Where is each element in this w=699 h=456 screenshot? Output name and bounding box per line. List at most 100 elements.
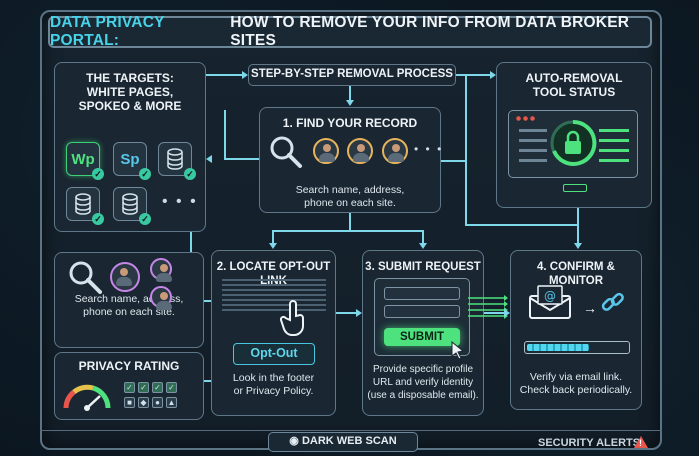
spokeo-logo-label: Sp (120, 150, 140, 168)
person-avatar (150, 258, 172, 282)
pointer-cursor-icon (451, 341, 465, 359)
connector-arrow (206, 155, 212, 163)
connector (204, 300, 211, 302)
connector (465, 224, 577, 226)
step-4-desc-line-2: Check back periodically. (519, 384, 633, 396)
security-alerts-label[interactable]: SECURITY ALERTS (538, 437, 641, 449)
connector (484, 312, 504, 314)
step-1-desc-line-2: phone on each site. (304, 197, 396, 209)
step-2-panel: 2. LOCATE OPT-OUT LINK Look in the foote… (211, 250, 336, 416)
monitor-stand (563, 184, 587, 192)
database-site-icon[interactable]: ✓ (113, 187, 151, 225)
process-header-label: STEP-BY-STEP REMOVAL PROCESS (251, 68, 453, 80)
person-avatar (382, 138, 408, 164)
rating-check-icon: ✓ (124, 382, 135, 393)
warning-icon-mark: ! (639, 438, 642, 448)
connector-arrow (356, 309, 362, 317)
form-field-profile-url[interactable] (384, 287, 460, 300)
person-avatar (110, 262, 140, 292)
connector-arrow (346, 100, 354, 106)
submit-button[interactable]: SUBMIT (384, 328, 460, 346)
connector (190, 232, 192, 252)
step-2-desc: Look in the footer or Privacy Policy. (212, 372, 335, 398)
connector (441, 160, 465, 162)
monitor-progress-bar (524, 341, 630, 354)
connector-arrow (419, 243, 427, 249)
auto-removal-title: AUTO-REMOVAL TOOL STATUS (497, 71, 651, 99)
step-1-desc-line-1: Search name, address, (295, 184, 405, 196)
rating-check-icon: ✓ (166, 382, 177, 393)
connector (206, 74, 242, 76)
link-icon (601, 292, 624, 311)
hand-cursor-icon (280, 300, 304, 336)
step-1-desc: Search name, address, phone on each site… (260, 184, 440, 210)
connector (456, 74, 490, 76)
magnifier-icon (69, 261, 102, 294)
person-avatar (347, 138, 373, 164)
bottom-bar (40, 430, 662, 450)
connector-arrow (269, 243, 277, 249)
dark-web-scan-button[interactable]: ◉ DARK WEB SCAN (268, 432, 418, 452)
check-icon: ✓ (139, 213, 151, 225)
lock-icon (550, 119, 597, 166)
connector (349, 86, 351, 101)
connector-arrow (504, 309, 510, 317)
connector (422, 230, 424, 244)
rating-check-icon: ✓ (152, 382, 163, 393)
arrow-right-icon: → (583, 300, 597, 316)
title-rest: HOW TO REMOVE YOUR INFO FROM DATA BROKER… (230, 14, 630, 49)
connector (465, 74, 467, 224)
database-site-icon[interactable]: ✓ (66, 187, 104, 225)
rating-user-icon: ● (152, 397, 163, 408)
search-panel-desc: Search name, address, phone on each site… (55, 293, 203, 319)
connector (272, 230, 274, 244)
database-icon (122, 193, 138, 215)
page-title: DATA PRIVACY PORTAL: HOW TO REMOVE YOUR … (48, 14, 652, 49)
gauge-icon (63, 384, 111, 411)
connector (224, 110, 226, 158)
more-icon: • • • (414, 142, 444, 156)
connector (336, 312, 356, 314)
connector (349, 213, 351, 231)
step-2-desc-line-1: Look in the footer (232, 372, 315, 384)
monitor-progress-fill (527, 344, 589, 351)
rating-lock-icon: ■ (124, 397, 135, 408)
whitepages-logo[interactable]: Wp ✓ (66, 142, 104, 180)
rating-check-icon: ✓ (138, 382, 149, 393)
spy-icon: ◉ (289, 435, 299, 447)
webpage-text-lines (222, 279, 326, 311)
check-icon: ✓ (92, 168, 104, 180)
database-icon (167, 148, 183, 170)
check-icon: ✓ (92, 213, 104, 225)
opt-out-button[interactable]: Opt-Out (233, 343, 315, 365)
svg-text:@: @ (544, 289, 556, 303)
step-2-desc-line-2: or Privacy Policy. (233, 385, 314, 397)
targets-title-line-1: THE TARGETS: (86, 71, 174, 85)
send-lines-icon (468, 295, 508, 319)
connector (577, 208, 579, 244)
database-site-icon[interactable]: ✓ (158, 142, 196, 180)
dark-web-scan-label: DARK WEB SCAN (301, 435, 397, 447)
step-3-desc-line-3: (use a disposable email). (367, 390, 479, 401)
step-3-desc-line-2: URL and verify identity (372, 377, 474, 388)
process-header: STEP-BY-STEP REMOVAL PROCESS (248, 64, 456, 86)
spokeo-logo[interactable]: Sp ✓ (113, 142, 151, 180)
search-panel-desc-line-2: phone on each site. (83, 306, 175, 318)
step-1-title: 1. FIND YOUR RECORD (282, 116, 418, 130)
email-icon: @ (529, 285, 571, 319)
connector (204, 380, 211, 382)
window-dots (515, 116, 535, 121)
database-icon (75, 193, 91, 215)
title-highlight: DATA PRIVACY PORTAL: (50, 14, 165, 49)
connector-arrow (574, 243, 582, 249)
step-4-title: 4. CONFIRM & MONITOR (537, 261, 615, 287)
whitepages-logo-label: Wp (71, 150, 95, 168)
rating-key-icon: ▲ (166, 397, 177, 408)
connector-arrow (242, 71, 248, 79)
more-icon[interactable]: • • • (162, 193, 198, 210)
warning-icon[interactable] (634, 436, 648, 448)
form-field-email[interactable] (384, 305, 460, 318)
step-4-desc-line-1: Verify via email link. (529, 371, 623, 383)
connector (224, 158, 259, 160)
privacy-rating-title: PRIVACY RATING (78, 359, 180, 373)
